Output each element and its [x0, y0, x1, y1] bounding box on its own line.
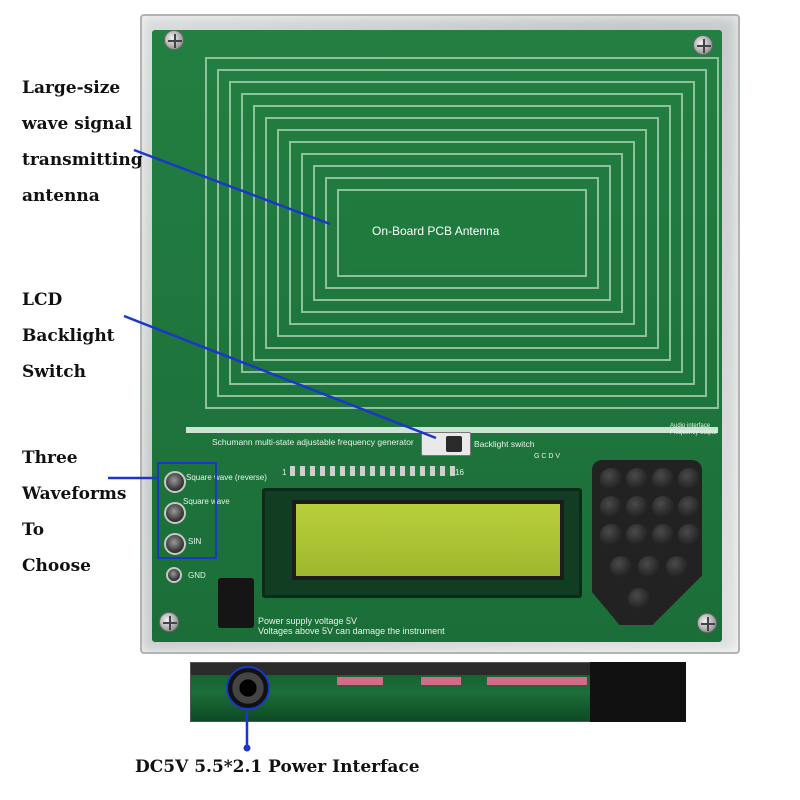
keypad-button[interactable]	[678, 468, 700, 490]
output-jack-sin[interactable]	[164, 533, 186, 555]
keypad-button[interactable]	[600, 524, 622, 546]
callout-waveforms: Three Waveforms To Choose	[22, 440, 162, 584]
callout-antenna-line-1: Large-size	[22, 78, 121, 98]
callout-backlight: LCD Backlight Switch	[22, 282, 162, 390]
output-jack-square-reverse[interactable]	[164, 471, 186, 493]
callout-backlight-line-2: Backlight	[22, 326, 115, 346]
keypad-button[interactable]	[610, 556, 632, 578]
keypad-letters: G C D V	[534, 453, 561, 460]
callout-backlight-line-1: LCD	[22, 290, 63, 310]
callout-waveforms-line-4: Choose	[22, 556, 91, 576]
side-view-header	[337, 677, 383, 685]
frequency-output-label: Frequency output	[670, 430, 717, 436]
lcd-pin-start: 1	[282, 468, 287, 477]
keypad-button[interactable]	[652, 468, 674, 490]
screw-icon	[697, 613, 717, 633]
keypad-button[interactable]	[600, 468, 622, 490]
callout-waveforms-line-2: Waveforms	[22, 484, 127, 504]
output-label-square: Square wave	[183, 497, 230, 506]
callout-backlight-line-3: Switch	[22, 362, 86, 382]
side-view-header	[421, 677, 461, 685]
backlight-switch[interactable]	[421, 432, 471, 456]
output-label-square-reverse: Square wave (reverse)	[186, 473, 267, 482]
screw-icon	[164, 30, 184, 50]
side-view-top-edge	[191, 663, 685, 675]
keypad-button[interactable]	[678, 524, 700, 546]
screw-icon	[159, 612, 179, 632]
audio-label: Audio interface	[670, 423, 711, 429]
screw-icon	[693, 35, 713, 55]
callout-antenna-line-3: transmitting	[22, 150, 143, 170]
side-view-dc-jack	[226, 666, 270, 710]
power-notice-1: Power supply voltage 5V	[258, 616, 358, 626]
lcd-pin-end: 16	[455, 468, 464, 477]
keypad-button[interactable]	[652, 524, 674, 546]
keypad-button[interactable]	[600, 496, 622, 518]
backlight-switch-label: Backlight switch	[474, 439, 535, 449]
switch-knob	[446, 436, 462, 452]
callout-antenna-line-4: antenna	[22, 186, 100, 206]
keypad-button[interactable]	[678, 496, 700, 518]
keypad-button[interactable]	[626, 468, 648, 490]
keypad-button[interactable]	[652, 496, 674, 518]
keypad-button[interactable]	[666, 556, 688, 578]
output-label-gnd: GND	[188, 571, 206, 580]
board-title-silk: Schumann multi-state adjustable frequenc…	[212, 437, 414, 447]
dc-power-jack[interactable]	[218, 578, 254, 628]
side-view-keypad-edge	[590, 662, 686, 722]
keypad-button[interactable]	[626, 496, 648, 518]
power-notice-2: Voltages above 5V can damage the instrum…	[258, 626, 445, 636]
keypad-button[interactable]	[638, 556, 660, 578]
output-jack-gnd[interactable]	[166, 567, 182, 583]
output-label-sin: SIN	[188, 537, 202, 546]
output-jack-square[interactable]	[164, 502, 186, 524]
antenna-label: On-Board PCB Antenna	[372, 224, 500, 238]
keypad-button[interactable]	[626, 524, 648, 546]
callout-waveforms-line-1: Three	[22, 448, 78, 468]
callout-antenna: Large-size wave signal transmitting ante…	[22, 70, 162, 214]
side-view-header	[487, 677, 587, 685]
callout-waveforms-line-3: To	[22, 520, 45, 540]
callout-antenna-line-2: wave signal	[22, 114, 133, 134]
power-interface-caption: DC5V 5.5*2.1 Power Interface	[135, 757, 420, 777]
waveform-highlight-box	[157, 462, 217, 559]
lcd-header-pins	[290, 466, 460, 476]
keypad-button[interactable]	[628, 588, 650, 610]
lcd-screen	[292, 500, 564, 580]
